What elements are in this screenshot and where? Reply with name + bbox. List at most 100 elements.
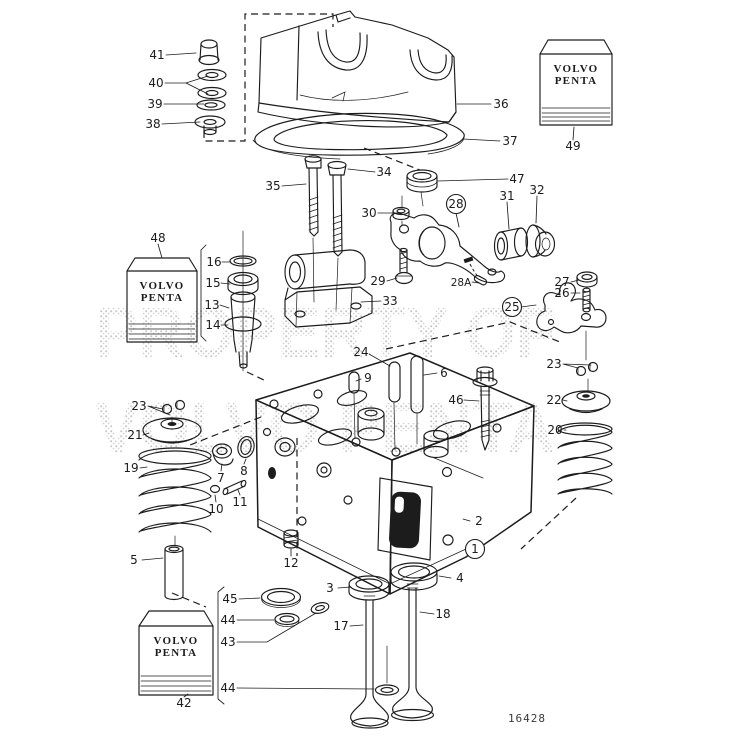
part-label-7: 7 [217,471,225,485]
adjusting-screw-29 [394,247,414,285]
part-label-25: 25 [504,300,519,314]
plug-7 [211,443,234,466]
part-label-18: 18 [435,607,450,621]
brand-box-42: VOLVO PENTA [138,610,214,696]
part-label-19: 19 [123,461,138,475]
rocker-pedestal-33 [284,249,373,328]
part-label-23: 23 [131,399,146,413]
adjusting-screw-26 [582,287,591,313]
ball-10 [209,484,221,494]
bushing-31 [493,227,529,261]
part-label-20: 20 [547,423,562,437]
spring-retainer-21 [142,417,202,444]
cap-nut-and-washers [194,39,227,136]
part-label-5: 5 [130,553,138,567]
brand-box-49-line1: VOLVO [554,63,599,75]
valve-seat-4 [390,562,438,591]
part-label-21: 21 [127,428,142,442]
valve-spring-20 [557,422,613,495]
valve-cover-gasket [252,112,465,160]
brand-box-49: VOLVO PENTA [539,39,613,126]
cylinder-head [255,352,535,595]
part-label-8: 8 [240,464,248,478]
part-label-36: 36 [493,97,508,111]
part-label-35: 35 [265,179,280,193]
valve-keepers-right [575,361,599,392]
part-label-44: 44 [220,613,235,627]
brand-box-48-line1: VOLVO [140,280,185,292]
part-label-4: 4 [456,571,464,585]
drawing-number: 16428 [508,712,546,725]
part-label-14: 14 [205,318,220,332]
part-label-45: 45 [222,592,237,606]
part-label-circle-28 [445,193,467,215]
part-label-circle-25 [501,296,523,318]
plug-32 [525,224,556,258]
tappet-5 [164,544,184,601]
part-label-9: 9 [364,371,372,385]
part-label-43: 43 [220,635,235,649]
leader-lines [139,52,592,705]
part-label-12: 12 [283,556,298,570]
part-label-13: 13 [204,298,219,312]
seal-44-lower [374,645,400,696]
part-label-32: 32 [529,183,544,197]
rocker-shaft-studs [304,155,347,311]
part-label-23: 23 [546,357,561,371]
part-label-48: 48 [150,231,165,245]
part-label-33: 33 [382,294,397,308]
valve-18 [390,583,435,722]
part-label-27: 27 [554,275,569,289]
o-ring-43 [310,602,330,614]
part-label-30: 30 [361,206,376,220]
part-label-28A: 28A [451,277,472,289]
part-label-44: 44 [220,681,235,695]
part-label-40: 40 [148,76,163,90]
part-label-28: 28 [448,197,463,211]
watermark-line2: VOLVO PENTA [95,389,555,468]
lock-nut-27 [576,271,598,288]
watermark-line1: PROPERTY OF [95,294,555,373]
seal-47 [406,169,438,207]
part-label-29: 29 [370,274,385,288]
plug-12 [283,529,299,549]
part-label-11: 11 [232,495,247,509]
part-label-16: 16 [206,255,221,269]
rocker-arm-28 [389,212,506,284]
part-label-41: 41 [149,48,164,62]
part-label-26: 26 [554,286,569,300]
watermark: PROPERTY OF VOLVO PENTA [95,294,555,468]
head-bolt-46 [472,366,498,451]
valve-seat-3 [348,575,390,601]
pin-11 [222,479,247,496]
part-label-46: 46 [448,393,463,407]
part-label-38: 38 [145,117,160,131]
brand-box-48-line2: PENTA [141,292,183,304]
part-label-24: 24 [353,345,368,359]
part-label-34: 34 [376,165,391,179]
part-label-17: 17 [333,619,348,633]
part-label-31: 31 [499,189,514,203]
seal-44-upper [274,612,300,627]
brand-box-49-line2: PENTA [555,75,597,87]
valve-17 [350,595,389,729]
brand-box-42-line2: PENTA [155,647,197,659]
part-label-2: 2 [475,514,483,528]
valve-cover [257,10,457,128]
part-label-15: 15 [205,276,220,290]
valve-guides [348,355,424,451]
brand-box-48: VOLVO PENTA [126,257,198,343]
part-label-circle-1 [464,538,486,560]
nut-30 [392,195,410,227]
part-label-10: 10 [208,502,223,516]
part-label-37: 37 [502,134,517,148]
part-label-42: 42 [176,696,191,710]
seal-ring-8 [237,436,255,458]
seal-45 [260,587,302,608]
injector-sleeve-group [224,230,262,372]
valve-spring-19 [138,447,212,546]
part-label-22: 22 [546,393,561,407]
